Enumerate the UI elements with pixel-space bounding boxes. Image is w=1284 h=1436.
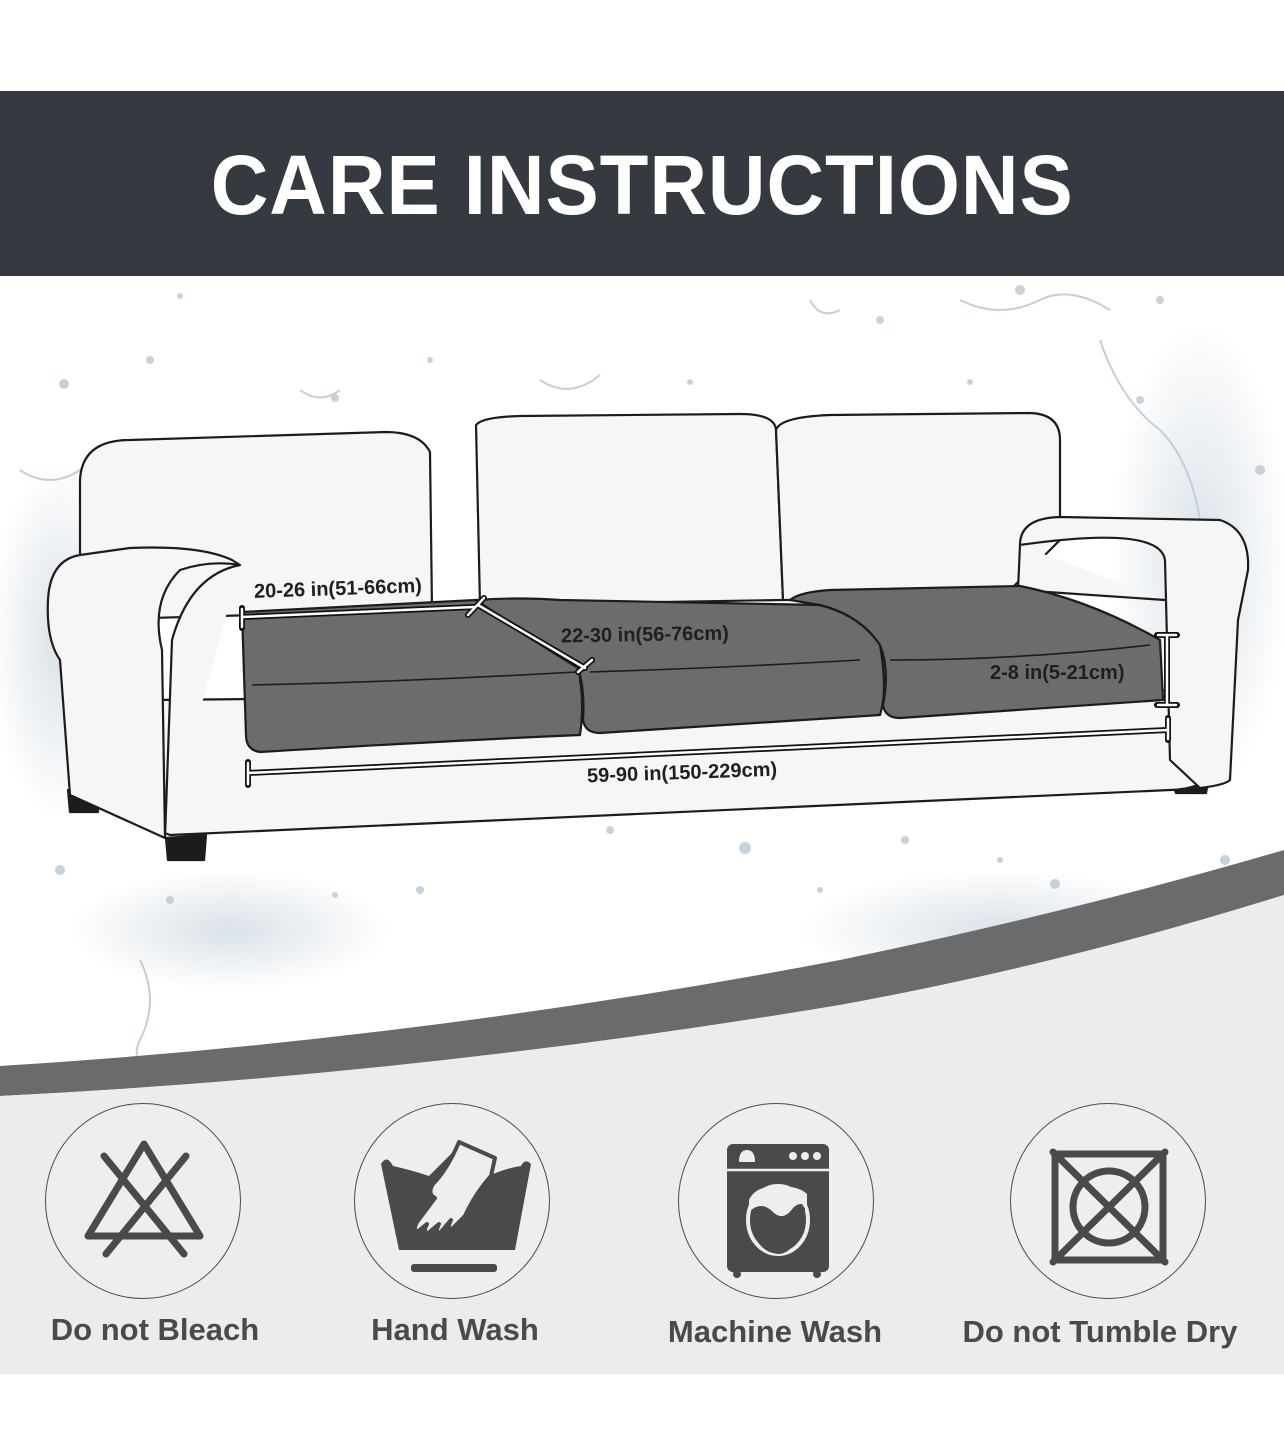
care-label-no-tumble-dry: Do not Tumble Dry <box>962 1314 1238 1349</box>
care-label-hand-wash: Hand Wash <box>371 1312 539 1347</box>
dimension-lines-inner <box>240 596 1178 786</box>
wave-divider <box>0 850 1284 1096</box>
care-label-no-bleach: Do not Bleach <box>50 1312 260 1347</box>
sofa <box>46 411 1250 862</box>
machine-wash-badge <box>678 1103 874 1299</box>
no-tumble-dry-badge <box>1010 1103 1206 1299</box>
care-label-machine-wash: Machine Wash <box>667 1314 883 1349</box>
sofa-drawing <box>0 276 1284 1136</box>
header-banner: CARE INSTRUCTIONS <box>0 91 1284 276</box>
hand-wash-icon <box>381 1140 531 1272</box>
sofa-illustration: 20-26 in(51-66cm) 22-30 in(56-76cm) 2-8 … <box>0 276 1284 1136</box>
machine-wash-icon <box>727 1144 829 1278</box>
page-title: CARE INSTRUCTIONS <box>210 138 1074 232</box>
cushion-thickness-label: 2-8 in(5-21cm) <box>990 662 1125 684</box>
cushion-depth-label: 22-30 in(56-76cm) <box>560 622 730 648</box>
no-bleach-icon <box>84 1140 204 1258</box>
no-tumble-dry-icon <box>1049 1148 1169 1266</box>
hand-wash-badge <box>354 1103 550 1299</box>
no-bleach-badge <box>45 1103 241 1299</box>
